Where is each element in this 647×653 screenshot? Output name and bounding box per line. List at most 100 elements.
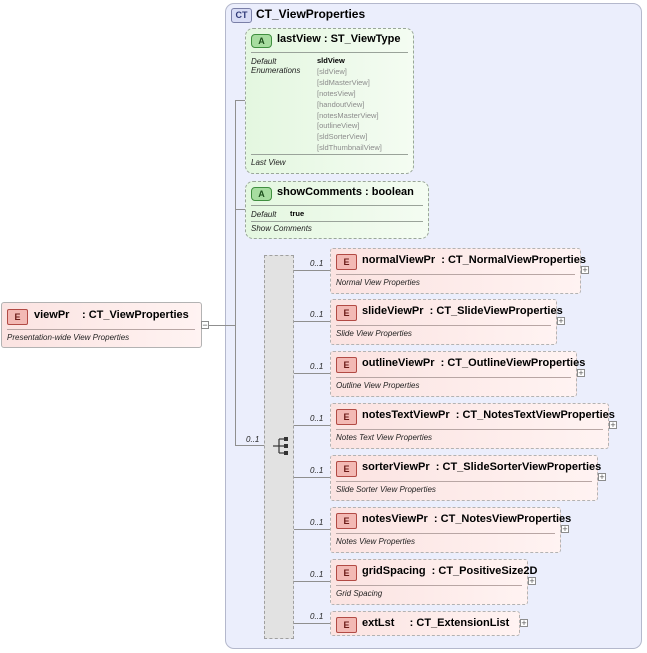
connector-line [294,373,330,374]
child-element-description: Slide Sorter View Properties [336,485,436,494]
element-badge: E [336,513,357,529]
child-element-title: notesViewPr : CT_NotesViewProperties [362,513,572,525]
child-cardinality: 0..1 [310,414,324,423]
connector-line [209,325,225,326]
expand-icon[interactable]: + [528,576,536,586]
element-badge: E [336,565,357,581]
element-badge: E [7,309,28,325]
attribute-separator [251,52,408,53]
child-element-description: Slide View Properties [336,329,412,338]
attribute-separator [251,154,408,155]
child-element-title: notesTextViewPr : CT_NotesTextViewProper… [362,409,615,421]
child-element-separator [336,377,571,378]
child-element-separator [336,481,592,482]
child-cardinality: 0..1 [310,612,324,621]
connector-line [294,529,330,530]
root-element-description: Presentation-wide View Properties [7,333,130,342]
element-badge: E [336,357,357,373]
attribute-separator [251,205,423,206]
child-element-description: Outline View Properties [336,381,420,390]
attribute-title: showComments : boolean [277,186,414,198]
attribute-showComments[interactable]: A showComments : boolean Default true Sh… [245,181,429,239]
element-badge: E [336,617,357,633]
child-element-separator [336,325,551,326]
root-element-separator [7,329,195,330]
connector-line [235,209,245,210]
child-element-description: Notes Text View Properties [336,433,433,442]
default-value: true [290,209,305,218]
enum-item: [outlineView] [317,121,360,131]
element-badge: E [336,305,357,321]
default-label: Default [251,210,277,219]
connector-line [235,100,236,445]
attribute-description: Last View [251,158,286,167]
enum-item: [handoutView] [317,99,365,109]
expand-icon[interactable]: + [557,316,565,326]
child-element-separator [336,585,522,586]
child-cardinality: 0..1 [310,518,324,527]
enum-item: [sldView] [317,66,347,76]
enumeration-list: sldView [sldView] [sldMasterView] [notes… [317,56,382,154]
expand-icon[interactable]: + [598,472,606,482]
expand-icon[interactable]: + [577,368,585,378]
child-element-description: Notes View Properties [336,537,415,546]
root-element-viewPr[interactable]: E viewPr : CT_ViewProperties Presentatio… [1,302,202,348]
enum-item: [sldThumbnailView] [317,143,382,153]
attribute-badge: A [251,34,272,48]
child-element-title: normalViewPr : CT_NormalViewProperties [362,254,586,266]
enumerations-label: Enumerations [251,66,301,75]
root-element-type: : CT_ViewProperties [82,309,189,321]
complex-type-name: CT_ViewProperties [256,7,366,21]
child-cardinality: 0..1 [310,570,324,579]
attribute-title: lastView : ST_ViewType [277,33,401,45]
connector-line [294,581,330,582]
child-cardinality: 0..1 [310,310,324,319]
child-element-title: slideViewPr : CT_SlideViewProperties [362,305,563,317]
collapse-icon[interactable]: − [201,320,209,330]
enum-item: [sldSorterView] [317,132,368,142]
connector-line [294,425,330,426]
expand-icon[interactable]: + [581,265,589,275]
child-element-title: extLst : CT_ExtensionList [362,617,510,629]
attribute-separator [251,221,423,222]
attribute-lastView[interactable]: A lastView : ST_ViewType Default Enumera… [245,28,414,174]
connector-line [294,623,330,624]
child-cardinality: 0..1 [310,362,324,371]
attribute-description: Show Comments [251,224,312,233]
element-badge: E [336,409,357,425]
connector-line [294,477,330,478]
expand-icon[interactable]: + [609,420,617,430]
expand-icon[interactable]: + [520,618,528,628]
element-badge: E [336,461,357,477]
sequence-icon [273,437,288,455]
element-badge: E [336,254,357,270]
complex-type-badge: CT [231,8,252,23]
child-element-title: outlineViewPr : CT_OutlineViewProperties [362,357,586,369]
expand-icon[interactable]: + [561,524,569,534]
child-element-title: sorterViewPr : CT_SlideSorterViewPropert… [362,461,602,473]
default-label: Default [251,57,277,66]
child-element-description: Normal View Properties [336,278,420,287]
connector-line [225,325,235,326]
default-value: sldView [317,56,345,65]
child-cardinality: 0..1 [310,259,324,268]
enum-item: [notesMasterView] [317,110,379,120]
connector-line [294,321,330,322]
root-element-name: viewPr [34,309,70,321]
child-element-separator [336,533,555,534]
sequence-cardinality: 0..1 [246,435,260,444]
connector-line [235,445,264,446]
connector-line [294,270,330,271]
child-element-description: Grid Spacing [336,589,383,598]
connector-line [235,100,245,101]
attribute-badge: A [251,187,272,201]
child-cardinality: 0..1 [310,466,324,475]
